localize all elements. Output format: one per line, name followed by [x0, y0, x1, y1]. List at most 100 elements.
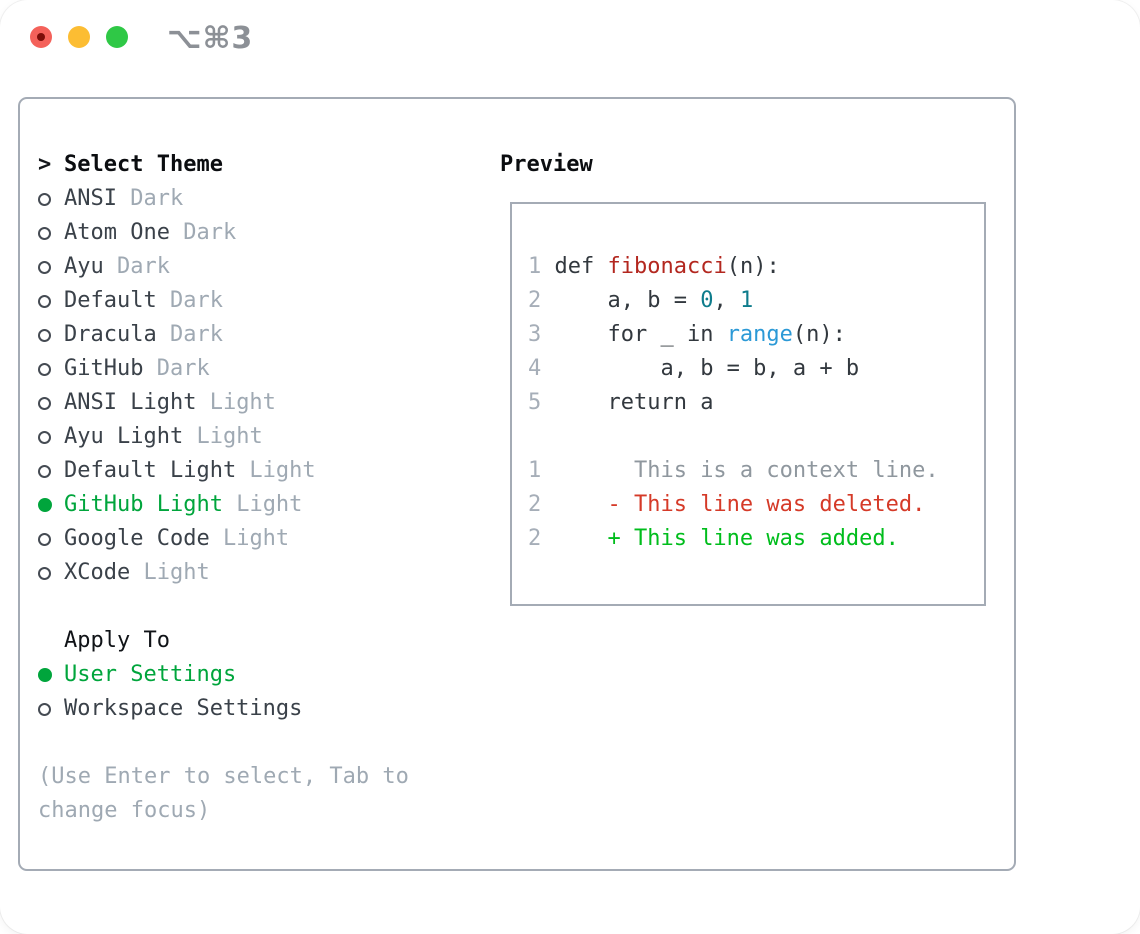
minimize-button[interactable] — [68, 26, 90, 48]
apply-option-label: Workspace Settings — [64, 696, 303, 721]
preview-line: 4 a, b = b, a + b — [528, 352, 939, 386]
close-dot-icon — [37, 33, 45, 41]
theme-option-atom-one[interactable]: Atom One Dark — [38, 216, 316, 250]
help-line-1: (Use Enter to select, Tab to — [38, 764, 409, 789]
theme-name: XCode — [64, 560, 131, 585]
preview-line: 2 a, b = 0, 1 — [528, 284, 939, 318]
line-number: 1 — [528, 254, 542, 279]
theme-option-default-light[interactable]: Default Light Light — [38, 454, 316, 488]
code-token: , — [713, 288, 740, 313]
line-number: 1 — [528, 458, 542, 483]
help-text: (Use Enter to select, Tab to change focu… — [38, 760, 409, 828]
theme-variant-tag: Light — [209, 526, 290, 551]
theme-variant-tag: Dark — [103, 254, 170, 279]
theme-variant-tag: Dark — [169, 220, 237, 245]
theme-variant-tag: Light — [222, 492, 303, 517]
code-token: range — [726, 322, 793, 347]
radio-icon — [38, 464, 51, 478]
theme-name: GitHub — [64, 356, 144, 381]
radio-icon — [38, 328, 51, 342]
theme-variant-tag: Dark — [143, 356, 210, 381]
theme-name: Dracula — [64, 322, 157, 347]
theme-name: Atom One — [64, 220, 170, 245]
apply-to-title: Apply To — [64, 628, 170, 653]
radio-icon — [38, 362, 51, 376]
apply-option-user-settings[interactable]: User Settings — [38, 658, 302, 692]
theme-variant-tag: Dark — [156, 322, 223, 347]
radio-icon — [38, 566, 51, 580]
theme-option-google-code[interactable]: Google Code Light — [38, 522, 316, 556]
theme-option-ayu[interactable]: Ayu Dark — [38, 250, 316, 284]
theme-variant-tag: Dark — [156, 288, 223, 313]
apply-to-header-row: Apply To — [38, 624, 302, 658]
code-token: return a — [541, 390, 714, 415]
theme-name: Default — [64, 288, 157, 313]
window-title-shortcut: ⌥⌘3 — [167, 21, 254, 56]
preview-title: Preview — [500, 152, 593, 177]
titlebar: ⌥⌘3 — [0, 0, 1140, 74]
theme-name: GitHub Light — [64, 492, 223, 517]
theme-option-github[interactable]: GitHub Dark — [38, 352, 316, 386]
radio-icon — [38, 430, 51, 444]
theme-variant-tag: Light — [130, 560, 210, 585]
preview-line: 1 This is a context line. — [528, 454, 939, 488]
code-token: for _ in — [541, 322, 727, 347]
code-token: def — [541, 254, 608, 279]
theme-name: Ayu Light — [64, 424, 184, 449]
code-token: 1 — [739, 288, 754, 313]
theme-option-ayu-light[interactable]: Ayu Light Light — [38, 420, 316, 454]
code-token: fibonacci — [607, 254, 727, 279]
radio-icon — [38, 294, 51, 308]
theme-name: ANSI Light — [64, 390, 197, 415]
theme-variant-tag: Dark — [116, 186, 184, 211]
close-button[interactable] — [30, 26, 52, 48]
line-number: 2 — [528, 288, 542, 313]
zoom-button[interactable] — [106, 26, 128, 48]
preview-line: 5 return a — [528, 386, 939, 420]
theme-option-dracula[interactable]: Dracula Dark — [38, 318, 316, 352]
radio-icon — [38, 192, 51, 206]
code-token: a, b = — [541, 288, 701, 313]
preview-title-row: Preview — [500, 148, 593, 182]
radio-selected-icon — [38, 498, 52, 512]
theme-list-header-row: > Select Theme — [38, 148, 316, 182]
radio-icon — [38, 226, 51, 240]
code-token: - This line was deleted. — [541, 492, 926, 517]
preview-line: 2 - This line was deleted. — [528, 488, 939, 522]
code-token: This is a context line. — [541, 458, 939, 483]
theme-option-default[interactable]: Default Dark — [38, 284, 316, 318]
theme-name: ANSI — [64, 186, 117, 211]
prompt-chevron-icon: > — [38, 152, 52, 177]
theme-option-xcode[interactable]: XCode Light — [38, 556, 316, 590]
line-number: 3 — [528, 322, 542, 347]
preview-line — [528, 420, 939, 454]
code-token: (n): — [726, 254, 780, 279]
preview-line: 3 for _ in range(n): — [528, 318, 939, 352]
radio-selected-icon — [38, 668, 52, 682]
line-number: 2 — [528, 526, 542, 551]
theme-name: Google Code — [64, 526, 210, 551]
radio-icon — [38, 396, 51, 410]
code-token: + This line was added. — [541, 526, 899, 551]
theme-option-github-light[interactable]: GitHub Light Light — [38, 488, 316, 522]
line-number: 5 — [528, 390, 542, 415]
theme-list-title: Select Theme — [64, 152, 223, 177]
line-number: 4 — [528, 356, 542, 381]
theme-option-ansi-light[interactable]: ANSI Light Light — [38, 386, 316, 420]
preview-line: 2 + This line was added. — [528, 522, 939, 556]
help-line-2: change focus) — [38, 798, 211, 823]
apply-option-workspace-settings[interactable]: Workspace Settings — [38, 692, 302, 726]
theme-name: Ayu — [64, 254, 104, 279]
preview-box — [510, 202, 986, 606]
theme-variant-tag: Light — [196, 390, 276, 415]
theme-option-ansi[interactable]: ANSI Dark — [38, 182, 316, 216]
preview-line: 1 def fibonacci(n): — [528, 250, 939, 284]
radio-icon — [38, 532, 51, 546]
apply-option-label: User Settings — [64, 662, 237, 687]
theme-variant-tag: Light — [183, 424, 263, 449]
theme-name: Default Light — [64, 458, 237, 483]
